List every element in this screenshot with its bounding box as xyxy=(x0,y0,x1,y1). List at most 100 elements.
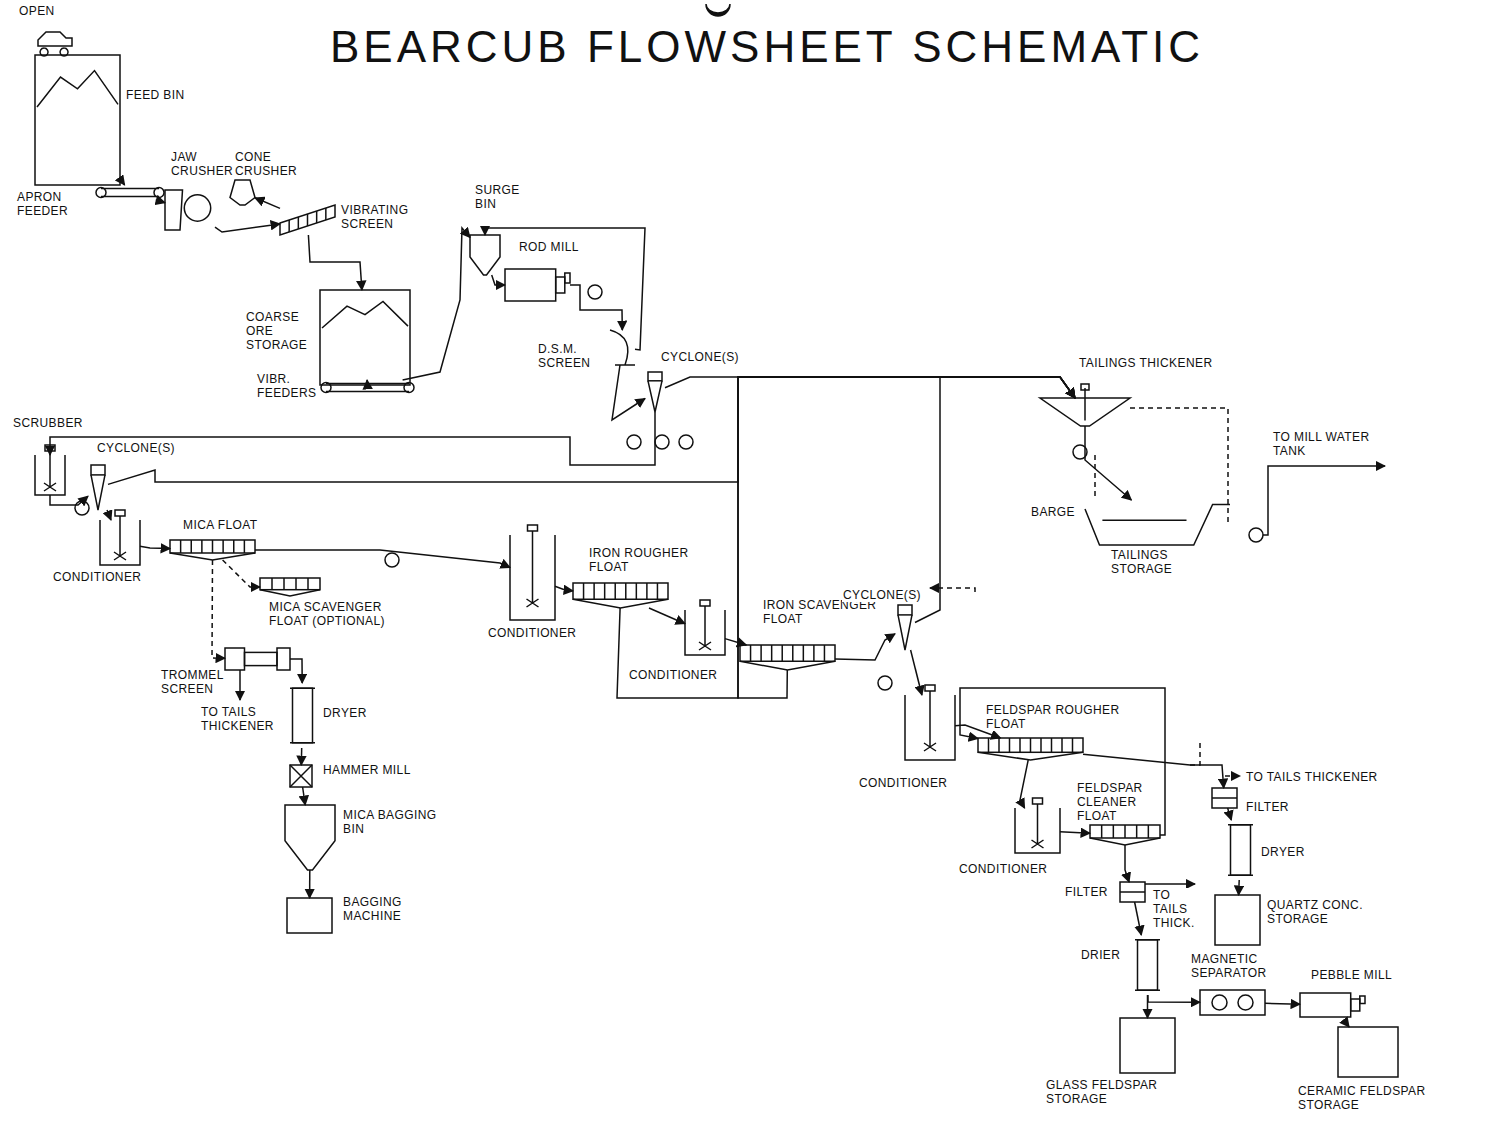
equipment-symbol xyxy=(645,372,665,412)
equipment-symbol xyxy=(280,205,335,235)
equipment-unit: BARGETAILINGS STORAGE xyxy=(1085,500,1230,545)
tails-line xyxy=(1145,883,1195,885)
equipment-unit: CYCLONE(S) xyxy=(895,605,915,650)
equipment-label: FELDSPAR ROUGHER FLOAT xyxy=(985,703,1137,731)
equipment-symbol xyxy=(170,540,255,560)
equipment-label: TAILINGS THICKENER xyxy=(1078,356,1213,370)
equipment-symbol xyxy=(1090,825,1160,845)
equipment-label: CONDITIONER xyxy=(52,570,142,584)
equipment-label: D.S.M. SCREEN xyxy=(537,342,594,370)
equipment-symbol xyxy=(1015,808,1060,853)
equipment-unit: CYCLONE(S) xyxy=(88,465,108,510)
flow-line xyxy=(290,659,302,683)
equipment-unit: IRON SCAVENGER FLOAT xyxy=(740,645,835,670)
flow-note: OPEN xyxy=(18,4,56,18)
equipment-unit: CERAMIC FELDSPAR STORAGE xyxy=(1338,1027,1398,1077)
equipment-unit: DRIER xyxy=(1135,935,1160,995)
equipment-label: TAILINGS STORAGE xyxy=(1110,548,1192,576)
pump-symbol xyxy=(1249,528,1263,542)
equipment-unit: PEBBLE MILL xyxy=(1300,990,1365,1020)
truck-symbol xyxy=(38,32,72,56)
equipment-unit: GLASS FELDSPAR STORAGE xyxy=(1120,1018,1175,1073)
flow-line xyxy=(255,198,280,209)
equipment-unit: TAILINGS THICKENER xyxy=(1040,398,1130,426)
equipment-unit: DRYER xyxy=(1228,820,1253,880)
flow-line xyxy=(156,200,165,203)
equipment-unit: CONDITIONER xyxy=(905,695,955,760)
equipment-unit: QUARTZ CONC. STORAGE xyxy=(1215,895,1260,945)
equipment-label: FELDSPAR CLEANER FLOAT xyxy=(1076,781,1164,823)
equipment-unit: CONDITIONER xyxy=(100,520,140,565)
equipment-symbol xyxy=(1135,935,1160,995)
equipment-label: HAMMER MILL xyxy=(322,763,412,777)
equipment-unit: MICA FLOAT xyxy=(170,540,255,560)
flow-line xyxy=(1125,845,1129,882)
equipment-symbol xyxy=(505,265,570,305)
equipment-label: JAW CRUSHER xyxy=(170,150,230,178)
flow-line xyxy=(555,586,573,591)
flow-note: TO MILL WATER TANK xyxy=(1272,430,1399,458)
flow-line xyxy=(1148,995,1200,1002)
equipment-unit: MICA SCAVENGER FLOAT (OPTIONAL) xyxy=(260,578,320,596)
flow-line xyxy=(492,275,505,285)
pump-symbol xyxy=(627,435,641,449)
equipment-symbol xyxy=(88,465,108,510)
equipment-symbol xyxy=(740,645,835,670)
equipment-label: DRYER xyxy=(1260,845,1306,859)
flow-note: TO TAILS THICK. xyxy=(1152,888,1204,930)
equipment-symbol xyxy=(320,290,410,385)
equipment-unit: CONDITIONER xyxy=(1015,808,1060,853)
equipment-unit: FILTER xyxy=(1212,788,1237,808)
flow-line xyxy=(665,377,1075,398)
pump-symbol xyxy=(75,501,89,515)
equipment-unit: MICA BAGGING BIN xyxy=(285,805,335,870)
equipment-label: GLASS FELDSPAR STORAGE xyxy=(1045,1078,1167,1106)
equipment-symbol xyxy=(95,185,165,200)
equipment-unit: HAMMER MILL xyxy=(290,765,312,787)
flow-line xyxy=(485,228,645,350)
water-line xyxy=(1263,466,1385,535)
pump-symbol xyxy=(1073,445,1087,459)
equipment-symbol xyxy=(290,765,312,787)
flow-line xyxy=(403,228,470,380)
equipment-label: CONE CRUSHER xyxy=(234,150,298,178)
equipment-symbol xyxy=(1120,1018,1175,1073)
equipment-label: CERAMIC FELDSPAR STORAGE xyxy=(1297,1084,1439,1112)
flow-line xyxy=(738,377,1075,698)
equipment-label: VIBRATING SCREEN xyxy=(340,203,420,231)
equipment-unit: MAGNETIC SEPARATOR xyxy=(1200,990,1265,1015)
equipment-unit: VIBR. FEEDERS xyxy=(320,380,415,395)
equipment-symbol xyxy=(895,605,915,650)
equipment-symbol xyxy=(260,578,320,596)
equipment-label: CONDITIONER xyxy=(487,626,577,640)
pump-symbol xyxy=(878,676,892,690)
flow-line xyxy=(308,235,362,290)
equipment-symbol xyxy=(285,805,335,870)
recycle-line xyxy=(930,588,975,592)
equipment-symbol xyxy=(100,520,140,565)
equipment-unit: CONDITIONER xyxy=(510,535,555,620)
equipment-label: VIBR. FEEDERS xyxy=(256,372,318,400)
flow-note: TO TAILS THICKENER xyxy=(1245,770,1379,784)
equipment-label: MICA FLOAT xyxy=(182,518,258,532)
flow-line xyxy=(107,510,111,520)
equipment-label: COARSE ORE STORAGE xyxy=(245,310,312,352)
equipment-unit: TROMMEL SCREEN xyxy=(225,648,290,670)
equipment-label: MICA BAGGING BIN xyxy=(342,808,439,836)
equipment-unit: DRYER xyxy=(290,683,315,748)
equipment-unit: ROD MILL xyxy=(505,265,570,305)
flow-line xyxy=(223,560,260,587)
flow-line xyxy=(212,560,225,658)
flow-line xyxy=(50,495,88,505)
flow-line xyxy=(303,787,306,805)
flow-line xyxy=(215,224,280,232)
equipment-label: CYCLONE(S) xyxy=(660,350,740,364)
flow-line xyxy=(140,546,170,548)
recycle-line xyxy=(1190,740,1200,765)
equipment-unit: FELDSPAR ROUGHER FLOAT xyxy=(978,738,1083,760)
equipment-unit: CONDITIONER xyxy=(685,610,725,655)
equipment-label: MAGNETIC SEPARATOR xyxy=(1190,952,1277,980)
equipment-symbol xyxy=(230,180,255,205)
equipment-label: PEBBLE MILL xyxy=(1310,968,1393,982)
equipment-symbol xyxy=(1212,788,1237,808)
